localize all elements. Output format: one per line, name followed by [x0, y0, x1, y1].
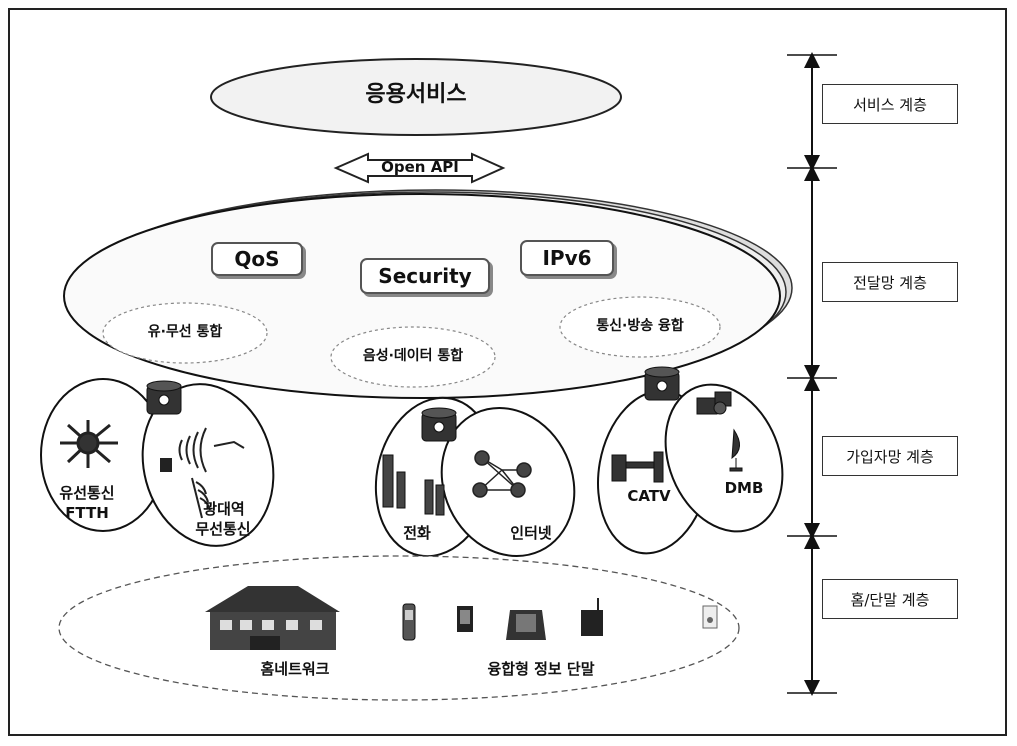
telephone-label: 전화	[392, 525, 442, 542]
mobile-phone-icon	[403, 604, 415, 640]
transport-layer-label: 전달망 계층	[822, 262, 958, 302]
home-terminal-ellipse	[59, 556, 739, 700]
home-network-label: 홈네트워크	[240, 661, 350, 678]
catv-label: CATV	[618, 488, 680, 505]
wired-ftth-label-2: FTTH	[40, 505, 134, 522]
ipv6-badge: IPv6	[520, 240, 614, 276]
converged-terminal-label: 융합형 정보 단말	[466, 661, 616, 678]
service-layer-label: 서비스 계층	[822, 84, 958, 124]
open-api-label: Open API	[368, 159, 472, 176]
wireless-terminal-icon	[160, 458, 172, 472]
router-icon	[645, 367, 679, 400]
home-layer-label: 홈/단말 계층	[822, 579, 958, 619]
dmb-label: DMB	[718, 480, 770, 497]
monitor-icon	[506, 610, 546, 640]
router-icon	[422, 408, 456, 441]
ftth-network-icon	[60, 420, 118, 468]
broadband-wireless-label-2: 무선통신	[176, 521, 270, 538]
router-icon	[147, 381, 181, 414]
small-device-icon	[703, 606, 717, 628]
internet-label: 인터넷	[498, 525, 564, 542]
security-badge: Security	[360, 258, 490, 294]
voice-data-label: 음성·데이터 통합	[343, 348, 483, 364]
pda-icon	[457, 606, 473, 632]
wired-wireless-label: 유·무선 통합	[125, 324, 245, 340]
wired-ftth-label-1: 유선통신	[40, 485, 134, 502]
access-layer-label: 가입자망 계층	[822, 436, 958, 476]
comm-broadcast-label: 통신·방송 융합	[578, 318, 702, 334]
broadband-wireless-label-1: 광대역	[186, 501, 262, 518]
app-service-label: 응용서비스	[336, 82, 496, 107]
qos-badge: QoS	[211, 242, 303, 276]
